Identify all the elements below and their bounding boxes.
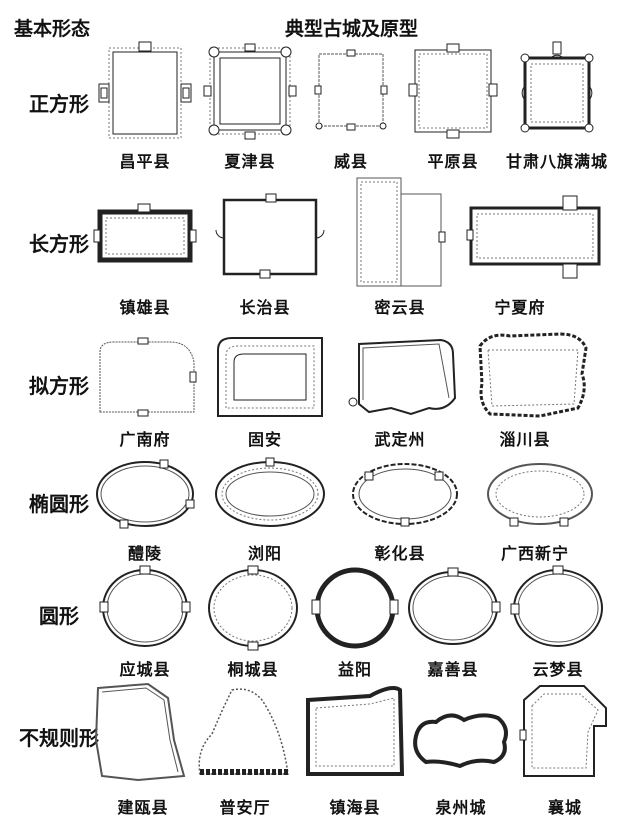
city-yingcheng: 应城县 (90, 562, 200, 680)
city-ningxia: 宁夏府 (465, 190, 601, 318)
city-label: 普安厅 (219, 798, 271, 817)
city-label: 桐城县 (227, 660, 279, 679)
city-label: 彰化县 (374, 544, 426, 563)
city-label: 嘉善县 (427, 660, 479, 679)
city-changzhi-plan (215, 193, 325, 279)
city-tongcheng-plan (208, 565, 298, 651)
city-zhenxiong: 镇雄县 (90, 190, 200, 318)
city-zichuan: 淄川县 (470, 326, 588, 450)
city-gansu-baqi-plan (520, 41, 594, 133)
city-label: 醴陵 (127, 544, 162, 563)
city-quanzhou: 泉州城 (406, 680, 516, 818)
city-jianou-plan (94, 682, 186, 782)
city-label: 益阳 (337, 660, 372, 679)
city-changzhi: 长治县 (210, 190, 325, 318)
city-label: 云梦县 (532, 660, 584, 679)
city-wuding-plan (348, 338, 457, 416)
city-weixian: 威县 (296, 40, 406, 172)
city-label: 应城县 (119, 660, 171, 679)
city-label: 长治县 (239, 298, 291, 317)
city-label: 广南府 (119, 430, 171, 449)
city-liuyang: 浏阳 (210, 450, 325, 564)
city-label: 甘肃八旗满城 (505, 152, 608, 171)
city-label: 襄城 (547, 798, 582, 817)
city-label: 威县 (333, 152, 368, 171)
city-changping-plan (98, 41, 192, 139)
city-zhenhai-plan (306, 686, 405, 776)
city-label: 镇雄县 (119, 298, 171, 317)
city-label: 广西新宁 (500, 544, 569, 563)
city-label: 密云县 (374, 298, 426, 317)
city-tongcheng: 桐城县 (198, 562, 308, 680)
city-guangnan: 广南府 (90, 332, 200, 450)
city-label: 平原县 (427, 152, 479, 171)
city-changping: 昌平县 (90, 40, 200, 172)
city-label: 夏津县 (224, 152, 276, 171)
city-xiangcheng-plan (519, 685, 607, 777)
city-xiangcheng: 襄城 (510, 680, 620, 818)
city-wuding: 武定州 (345, 332, 457, 450)
header-basic-form: 基本形态 (14, 18, 91, 40)
city-guangxi-xinning: 广西新宁 (480, 450, 593, 564)
city-guan: 固安 (210, 332, 323, 450)
city-pingyuan: 平原县 (398, 40, 508, 172)
city-zhanghua: 彰化县 (345, 450, 458, 564)
city-liling-plan (96, 459, 195, 529)
city-pingyuan-plan (408, 43, 498, 139)
city-label: 武定州 (374, 430, 426, 449)
city-miyun-plan (356, 177, 446, 287)
city-guangnan-plan (99, 337, 197, 417)
city-zichuan-plan (478, 332, 588, 418)
city-miyun: 密云县 (345, 172, 455, 318)
city-zhenxiong-plan (93, 203, 197, 263)
category-quasi-square: 拟方形 (29, 374, 89, 398)
city-weixian-plan (314, 49, 388, 131)
category-irregular: 不规则形 (19, 726, 99, 750)
city-yiyang-plan (311, 567, 399, 649)
city-yingcheng-plan (99, 565, 191, 647)
city-yunmeng: 云梦县 (503, 562, 613, 680)
category-ellipse: 椭圆形 (29, 492, 89, 516)
city-puanting-plan (198, 688, 289, 775)
city-xiajin-plan (203, 43, 297, 140)
category-circle: 圆形 (39, 604, 79, 628)
city-ningxia-plan (466, 195, 601, 279)
city-guangxi-xinning-plan (487, 463, 593, 527)
city-label: 淄川县 (499, 430, 551, 449)
city-label: 建瓯县 (117, 798, 169, 817)
city-jiashan: 嘉善县 (398, 562, 508, 680)
city-label: 固安 (247, 430, 282, 449)
city-liling: 醴陵 (90, 450, 200, 564)
city-label: 昌平县 (119, 152, 171, 171)
city-jiashan-plan (408, 567, 501, 645)
city-gansu-baqi: 甘肃八旗满城 (502, 40, 612, 172)
city-label: 泉州城 (435, 798, 487, 817)
city-zhenhai: 镇海县 (300, 680, 410, 818)
city-quanzhou-plan (413, 713, 508, 769)
city-puanting: 普安厅 (190, 680, 300, 818)
city-yiyang: 益阳 (300, 562, 410, 680)
city-yunmeng-plan (510, 565, 603, 647)
city-label: 宁夏府 (494, 298, 546, 317)
city-jianou: 建瓯县 (88, 680, 198, 818)
city-label: 镇海县 (329, 798, 381, 817)
city-zhanghua-plan (352, 463, 458, 527)
city-liuyang-plan (215, 457, 325, 527)
header-typical-cities: 典型古城及原型 (285, 18, 419, 40)
category-square: 正方形 (29, 92, 89, 116)
city-guan-plan (217, 337, 323, 417)
category-rectangle: 长方形 (29, 232, 89, 256)
city-xiajin: 夏津县 (195, 40, 305, 172)
city-label: 浏阳 (247, 544, 282, 563)
